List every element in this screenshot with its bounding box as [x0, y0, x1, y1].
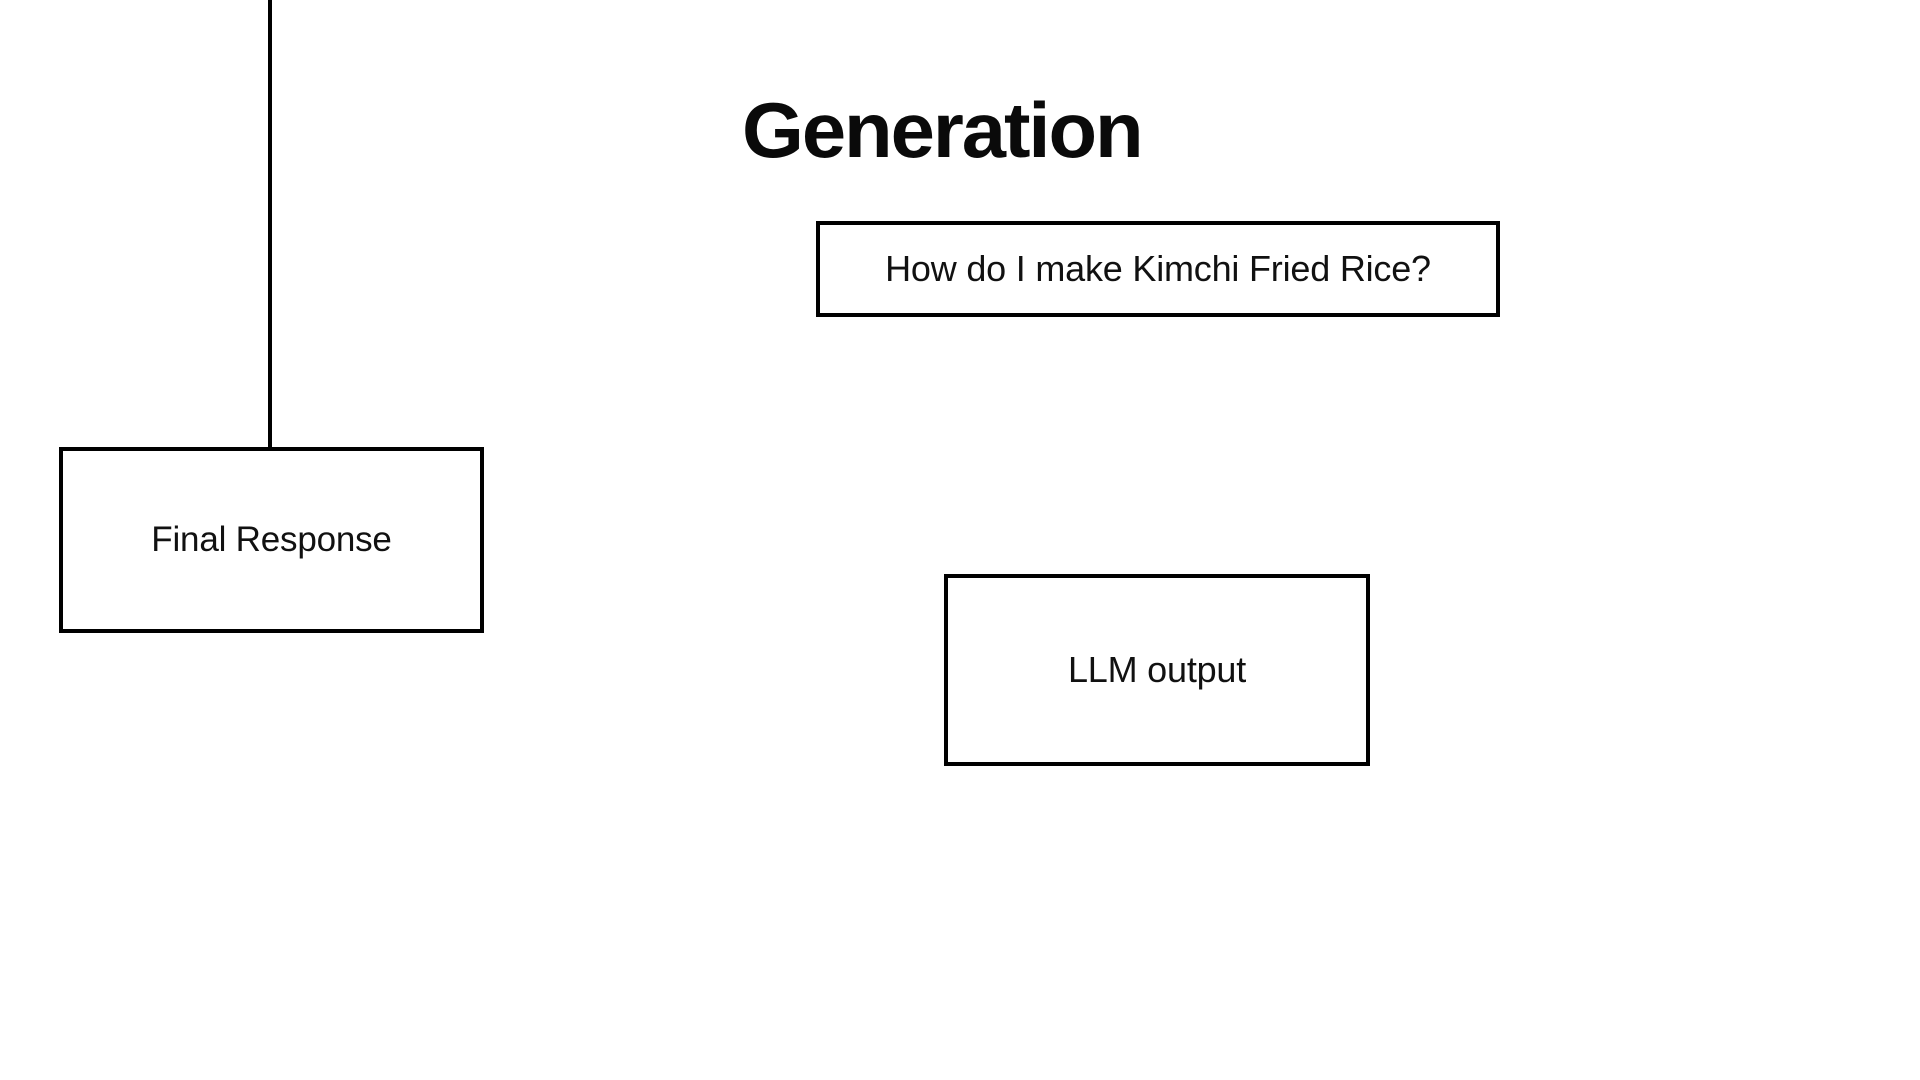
final-response-box[interactable]: Final Response: [59, 447, 484, 633]
llm-output-box-label: LLM output: [1067, 649, 1247, 690]
llm-output-box[interactable]: LLM output: [944, 574, 1370, 766]
page-title: Generation: [742, 86, 1144, 174]
connector-line-to-final-response: [268, 0, 272, 449]
question-box[interactable]: How do I make Kimchi Fried Rice?: [816, 221, 1500, 317]
final-response-box-label: Final Response: [151, 520, 392, 559]
question-box-label: How do I make Kimchi Fried Rice?: [885, 248, 1431, 289]
